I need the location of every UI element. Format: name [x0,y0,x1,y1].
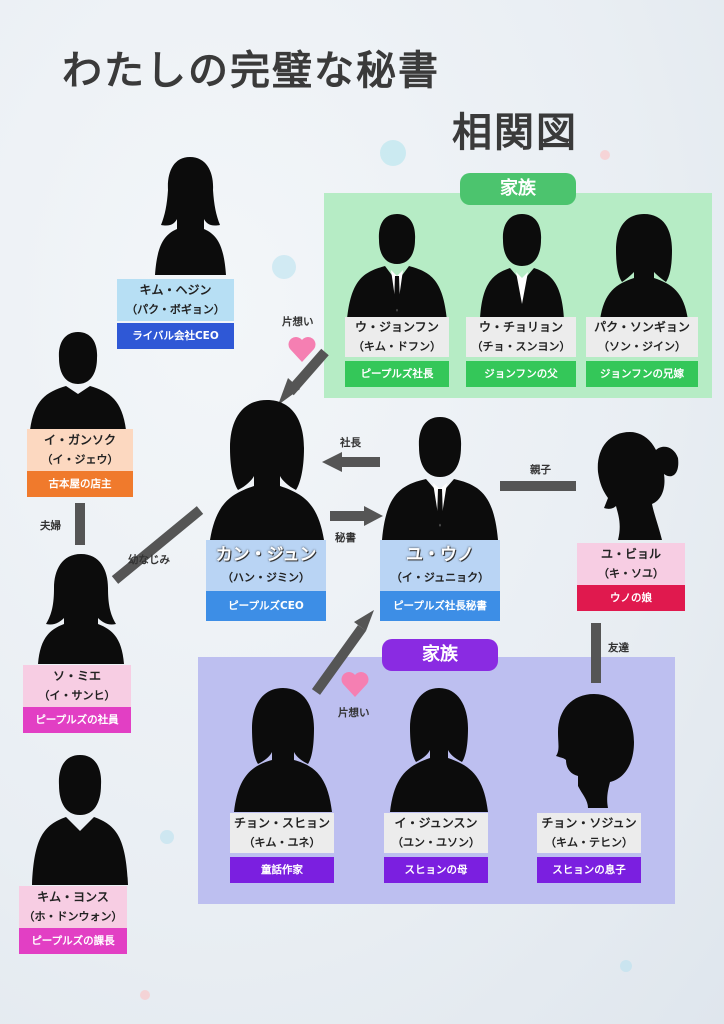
silhouette-man-suit-icon [382,417,498,540]
person-actor: （イ・サンヒ） [38,689,116,702]
person-actor: （チョ・スンヨン） [471,340,571,353]
person-actor: （キム・ユネ） [243,836,321,849]
person-name: ウ・チョリョン [478,320,563,334]
person-card-yu-uno[interactable]: ユ・ウノ （イ・ジュニョク） ピープルズ社長秘書 [380,540,500,621]
person-card-paku-songyon[interactable]: パク・ソンギョン （ソン・ジイン） ジョンフンの兄嫁 [586,317,698,387]
person-role: ライバル会社CEO [117,323,234,349]
person-role: スヒョンの母 [384,857,488,883]
person-role: ジョンフンの兄嫁 [586,361,698,387]
person-card-i-gansok[interactable]: イ・ガンソク （イ・ジェウ） 古本屋の店主 [27,429,133,497]
person-card-i-junsun[interactable]: イ・ジュンスン （ユン・ユソン） スヒョンの母 [384,813,488,883]
arrow-head [322,452,342,472]
silhouette-woman-icon [234,688,332,812]
arrow-head [354,610,374,631]
line-kataomoi-bottom [311,625,367,695]
person-card-yu-byoru[interactable]: ユ・ビョル （キ・ソユ） ウノの娘 [577,543,685,611]
person-role: 童話作家 [230,857,334,883]
decor-dot [272,255,296,279]
person-name: イ・ジュンスン [394,816,478,830]
person-card-u-jonfun[interactable]: ウ・ジョンフン （キム・ドフン） ピープルズ社長 [345,317,449,387]
silhouette-woman-icon [600,214,688,320]
person-role: ジョンフンの父 [466,361,576,387]
arrow-head [364,506,383,526]
silhouette-woman-icon [210,400,324,540]
person-name: チョン・スヒョン [233,816,330,830]
silhouette-man-suit-icon [347,214,447,320]
silhouette-girl-icon [597,432,679,540]
relation-label-kataomoi: 片想い [338,707,370,719]
line-osananajimi [111,506,204,584]
decor-dot [380,140,406,166]
person-role: ピープルズ社長 [345,361,449,387]
heart-icon [288,337,316,362]
person-actor: （キム・テヒン） [545,836,633,849]
person-role: スヒョンの息子 [537,857,641,883]
relation-label-fufu: 夫婦 [40,520,61,532]
arrow-head [278,378,300,405]
person-name: イ・ガンソク [43,433,116,447]
silhouette-boy-icon [556,694,634,808]
person-name: ソ・ミエ [52,669,101,683]
decor-dot [620,960,632,972]
person-card-chon-suhyon[interactable]: チョン・スヒョン （キム・ユネ） 童話作家 [230,813,334,883]
person-actor: （ソン・ジイン） [598,340,686,353]
person-role: ウノの娘 [577,585,685,611]
person-actor: （ユン・ユソン） [392,836,480,849]
person-card-u-choryon[interactable]: ウ・チョリョン （チョ・スンヨン） ジョンフンの父 [466,317,576,387]
person-name: チョン・ソジュン [541,816,637,830]
person-name: ユ・ビョル [600,547,661,561]
person-name: ウ・ジョンフン [355,320,439,334]
relation-label-kataomoi: 片想い [282,316,314,328]
person-actor: （ハン・ジミン） [222,571,310,584]
relation-label-tomodachi: 友達 [608,642,629,654]
person-role: ピープルズCEO [206,591,326,621]
person-name: カン・ジュン [215,545,317,565]
person-role: 古本屋の店主 [27,471,133,497]
silhouette-woman-icon [38,554,124,664]
person-card-so-mie[interactable]: ソ・ミエ （イ・サンヒ） ピープルズの社員 [23,665,131,733]
person-card-chon-sojun[interactable]: チョン・ソジュン （キム・テヒン） スヒョンの息子 [537,813,641,883]
family-badge-top: 家族 [460,173,576,205]
person-actor: （イ・ジェウ） [41,453,119,466]
person-card-kim-yonsu[interactable]: キム・ヨンス （ホ・ドンウォン） ピープルズの課長 [19,886,127,954]
person-actor: （ホ・ドンウォン） [23,910,123,923]
page-title: わたしの完璧な秘書 [62,48,440,94]
person-role: ピープルズの社員 [23,707,131,733]
person-name: キム・ヨンス [37,890,109,904]
page-subtitle: 相関図 [452,110,578,156]
heart-icon [341,672,369,697]
person-name: パク・ソンギョン [594,320,690,334]
silhouette-man-icon [30,332,126,430]
person-actor: （イ・ジュニョク） [390,571,490,584]
person-actor: （キ・ソユ） [598,567,664,580]
person-actor: （パク・ボギョン） [126,303,225,316]
person-card-kan-jun[interactable]: カン・ジュン （ハン・ジミン） ピープルズCEO [206,540,326,621]
person-role: ピープルズ社長秘書 [380,591,500,621]
relation-label-hisho: 秘書 [335,532,356,544]
person-actor: （キム・ドフン） [352,340,442,353]
silhouette-woman-icon [155,157,226,275]
silhouette-man-icon [32,755,128,885]
decor-dot [160,830,174,844]
decor-dot [600,150,610,160]
family-badge-bottom: 家族 [382,639,498,671]
silhouette-woman-icon [390,688,488,812]
person-name: キム・ヘジン [139,283,212,297]
person-role: ピープルズの課長 [19,928,127,954]
person-name: ユ・ウノ [406,545,474,565]
silhouette-man-icon [480,214,564,320]
relation-label-oyako: 親子 [530,464,551,476]
relation-label-osananajimi: 幼なじみ [128,554,170,566]
decor-dot [140,990,150,1000]
person-card-kim-hejin[interactable]: キム・ヘジン （パク・ボギョン） ライバル会社CEO [117,279,234,349]
relation-label-shacho: 社長 [340,437,361,449]
